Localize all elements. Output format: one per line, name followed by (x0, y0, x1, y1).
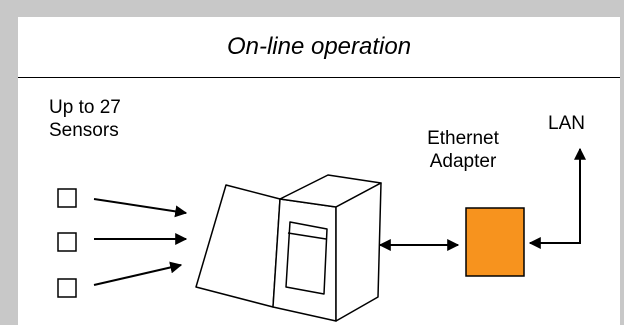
adapter-label: Ethernet Adapter (403, 127, 523, 173)
ethernet-adapter-box (465, 207, 525, 277)
title-divider (18, 77, 620, 78)
sensor-arrow-3 (93, 261, 183, 286)
sensor-box-3 (57, 278, 77, 298)
sensor-box-1 (57, 188, 77, 208)
sensors-label-line1: Up to 27 (49, 97, 121, 118)
adapter-lan-connector (528, 147, 586, 249)
sensor-arrow-1 (93, 198, 188, 218)
sensors-label: Up to 27 Sensors (49, 96, 121, 142)
lan-label: LAN (548, 113, 585, 134)
sensors-label-line2: Sensors (49, 120, 119, 141)
adapter-label-line2: Adapter (429, 151, 497, 172)
diagram-title: On-line operation (226, 33, 412, 60)
logger-device-icon (195, 174, 382, 322)
adapter-label-line1: Ethernet (427, 128, 499, 149)
diagram-drawing (57, 147, 586, 322)
sensor-box-2 (57, 232, 77, 252)
diagram-panel: On-line operation Up to 27 Sensors Ether… (18, 17, 620, 325)
